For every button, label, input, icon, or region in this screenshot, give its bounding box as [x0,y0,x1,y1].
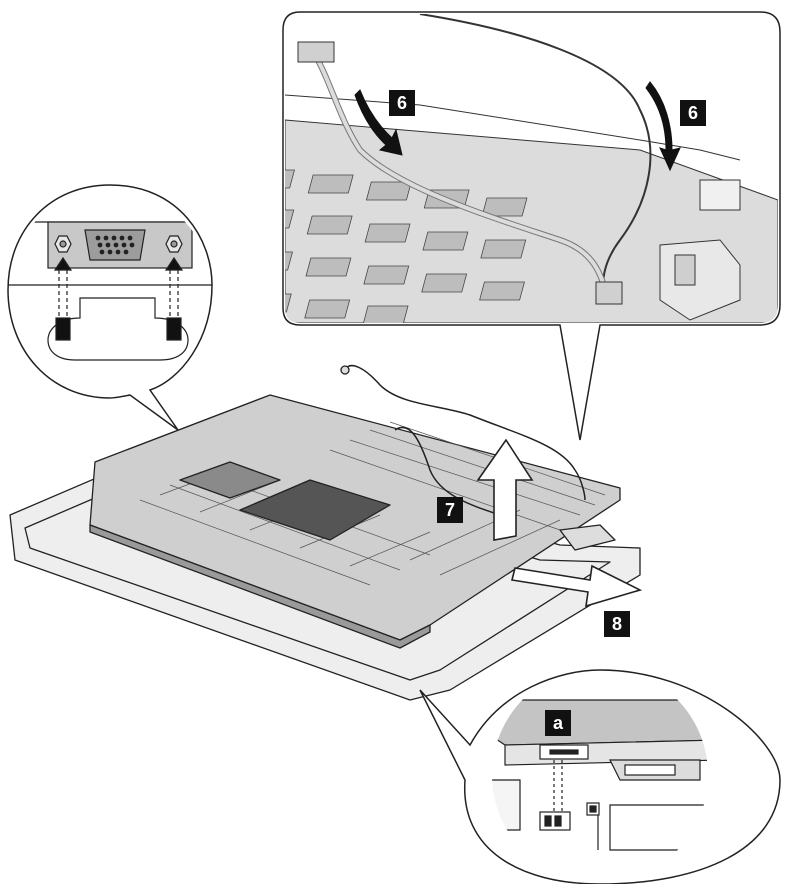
port-block [559,524,616,551]
right-arrow-icon [511,564,643,608]
step-6-label-left: 6 [389,90,415,116]
up-arrow-icon [476,438,534,541]
heat-plate-2 [179,461,281,499]
cable-end [340,365,350,375]
curved-arrow-icon [645,81,681,172]
detail-a-label: a [545,710,571,736]
board-cable [394,426,501,516]
step-7-label: 7 [437,497,463,523]
step-6-label-right: 6 [680,100,706,126]
hex-screw-icon [165,235,183,253]
heat-plate [239,479,391,541]
curved-arrow-icon [354,89,403,156]
system-board-bottom-edge [89,524,431,649]
detail-latch-view [419,669,781,884]
main-assembly [9,364,641,701]
hex-screw-icon [54,235,72,253]
antenna-cable [344,364,586,501]
detail-vga-view [7,184,213,431]
detail-connector-view [282,11,781,441]
step-8-label: 8 [604,611,630,637]
